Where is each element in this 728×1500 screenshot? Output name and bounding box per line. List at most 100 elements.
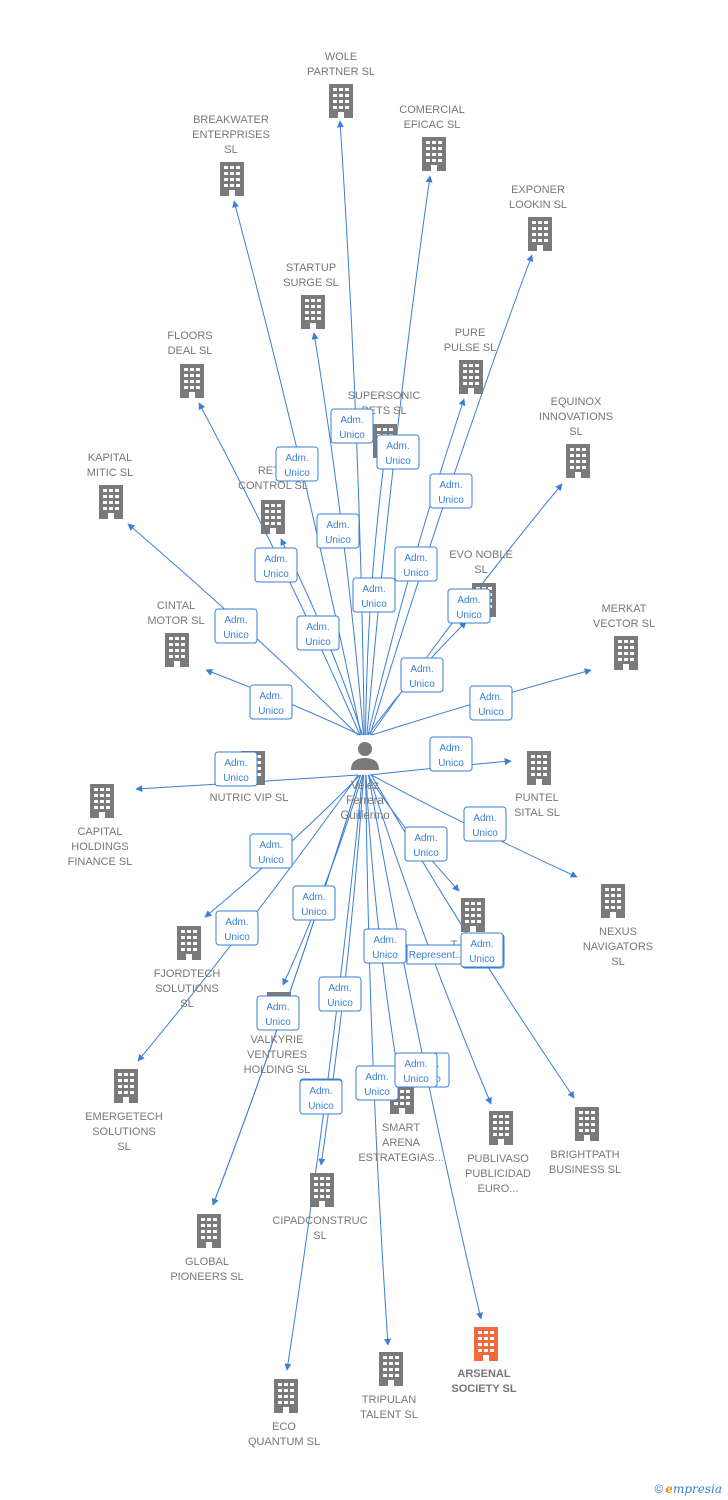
company-node-tripulan[interactable]: TRIPULAN TALENT SL (360, 1352, 418, 1421)
company-label-line: TALENT SL (360, 1409, 418, 1421)
company-label-line: VECTOR SL (593, 618, 655, 630)
relation-label-text: Adm. (439, 480, 462, 491)
edge-eco (284, 774, 364, 1371)
relation-label-text: Adm. (386, 441, 409, 452)
relation-label-exponer: Adm. Unico (429, 473, 473, 509)
relation-label-valkyrie: Adm.Unico (292, 885, 336, 921)
person-icon (351, 742, 379, 770)
company-node-comercial[interactable]: COMERCIAL EFICAC SL (399, 104, 465, 171)
building-icon (575, 1107, 599, 1141)
relation-label-box (469, 685, 513, 721)
relation-label-text: Unico (478, 707, 504, 718)
company-label-line: ECO (272, 1421, 296, 1433)
company-node-smart[interactable]: SMARTARENAESTRATEGIAS... (358, 1080, 444, 1164)
company-label-line: LOOKIN SL (509, 199, 567, 211)
company-label-line: COMERCIAL (399, 104, 464, 116)
company-label-line: VALKYRIE (251, 1034, 304, 1046)
building-icon (310, 1173, 334, 1207)
empresia-brand[interactable]: ©empresia (654, 1482, 722, 1496)
relation-label-kapital: Adm.Unico (214, 608, 258, 644)
company-label-line: WOLE (325, 51, 357, 63)
company-label-line: SL (117, 1141, 130, 1153)
relation-label-puntel: Adm.Unico (429, 736, 473, 772)
relation-label-text: Adm. (259, 691, 282, 702)
relation-label-brightpath: Adm.Unico (318, 976, 362, 1012)
relation-label-text: Adm. (404, 1059, 427, 1070)
building-icon (489, 1111, 513, 1145)
relation-label-text: Unico (438, 495, 464, 506)
relation-label-breakwater: Adm.Unico (275, 446, 319, 482)
company-node-wole[interactable]: WOLE PARTNER SL (307, 51, 375, 118)
relation-label-text: Unico (284, 468, 310, 479)
company-label-line: TRIPULAN (362, 1394, 416, 1406)
relation-label-text: Unico (301, 907, 327, 918)
relation-label-cintal: Adm.Unico (249, 684, 293, 720)
company-label-line: KAPITAL (88, 452, 132, 464)
company-label-line: BREAKWATER (193, 114, 269, 126)
relation-label-text: Unico (403, 1074, 429, 1085)
building-icon (261, 500, 285, 534)
relation-label-text: Unico (472, 828, 498, 839)
building-icon (165, 633, 189, 667)
relation-label-box (460, 932, 504, 968)
relation-label-text: Adm. (457, 595, 480, 606)
relation-label-box (254, 547, 298, 583)
company-label-line: CINTAL (157, 600, 195, 612)
company-label-line: ARSENAL (457, 1368, 510, 1380)
relation-label-eco: Adm.Unico (299, 1079, 343, 1115)
company-label-line: SL (313, 1230, 326, 1242)
relation-label-smart: Adm.Unico (363, 928, 407, 964)
relation-label-text: Adm. (365, 1072, 388, 1083)
relation-label-text: Adm. (328, 983, 351, 994)
relation-label-box (429, 736, 473, 772)
company-label-line: PUBLIVASO (467, 1153, 529, 1165)
company-label-line: PARTNER SL (307, 66, 375, 78)
relation-label-text: Unico (456, 610, 482, 621)
building-icon (177, 926, 201, 960)
building-icon (114, 1069, 138, 1103)
company-label-line: CONTROL SL (238, 480, 308, 492)
relation-label-emergetech: Adm.Unico (256, 995, 300, 1031)
company-label-line: CAPITAL (77, 826, 122, 838)
relation-label-box (292, 885, 336, 921)
company-node-nutric[interactable]: NUTRIC VIP SL (210, 751, 289, 804)
company-label-line: STARTUP (286, 262, 336, 274)
company-label-line: SL (611, 956, 624, 968)
edge-publivaso (368, 774, 492, 1105)
company-label-line: INNOVATIONS (539, 411, 613, 423)
relation-label-box (400, 657, 444, 693)
building-icon (301, 295, 325, 329)
relation-label-text: Adm. (470, 939, 493, 950)
company-label-line: SITAL SL (514, 807, 560, 819)
company-node-publivaso[interactable]: PUBLIVASOPUBLICIDADEURO... (465, 1111, 531, 1195)
relation-label-text: Unico (403, 568, 429, 579)
company-label-line: EFICAC SL (404, 119, 461, 131)
brand-logo-letter: e (665, 1482, 673, 1496)
company-label-line: SL (180, 998, 193, 1010)
relation-label-text: Adm. (259, 840, 282, 851)
relation-label-wole: Adm.Unico (330, 408, 374, 444)
relation-label-box (275, 446, 319, 482)
